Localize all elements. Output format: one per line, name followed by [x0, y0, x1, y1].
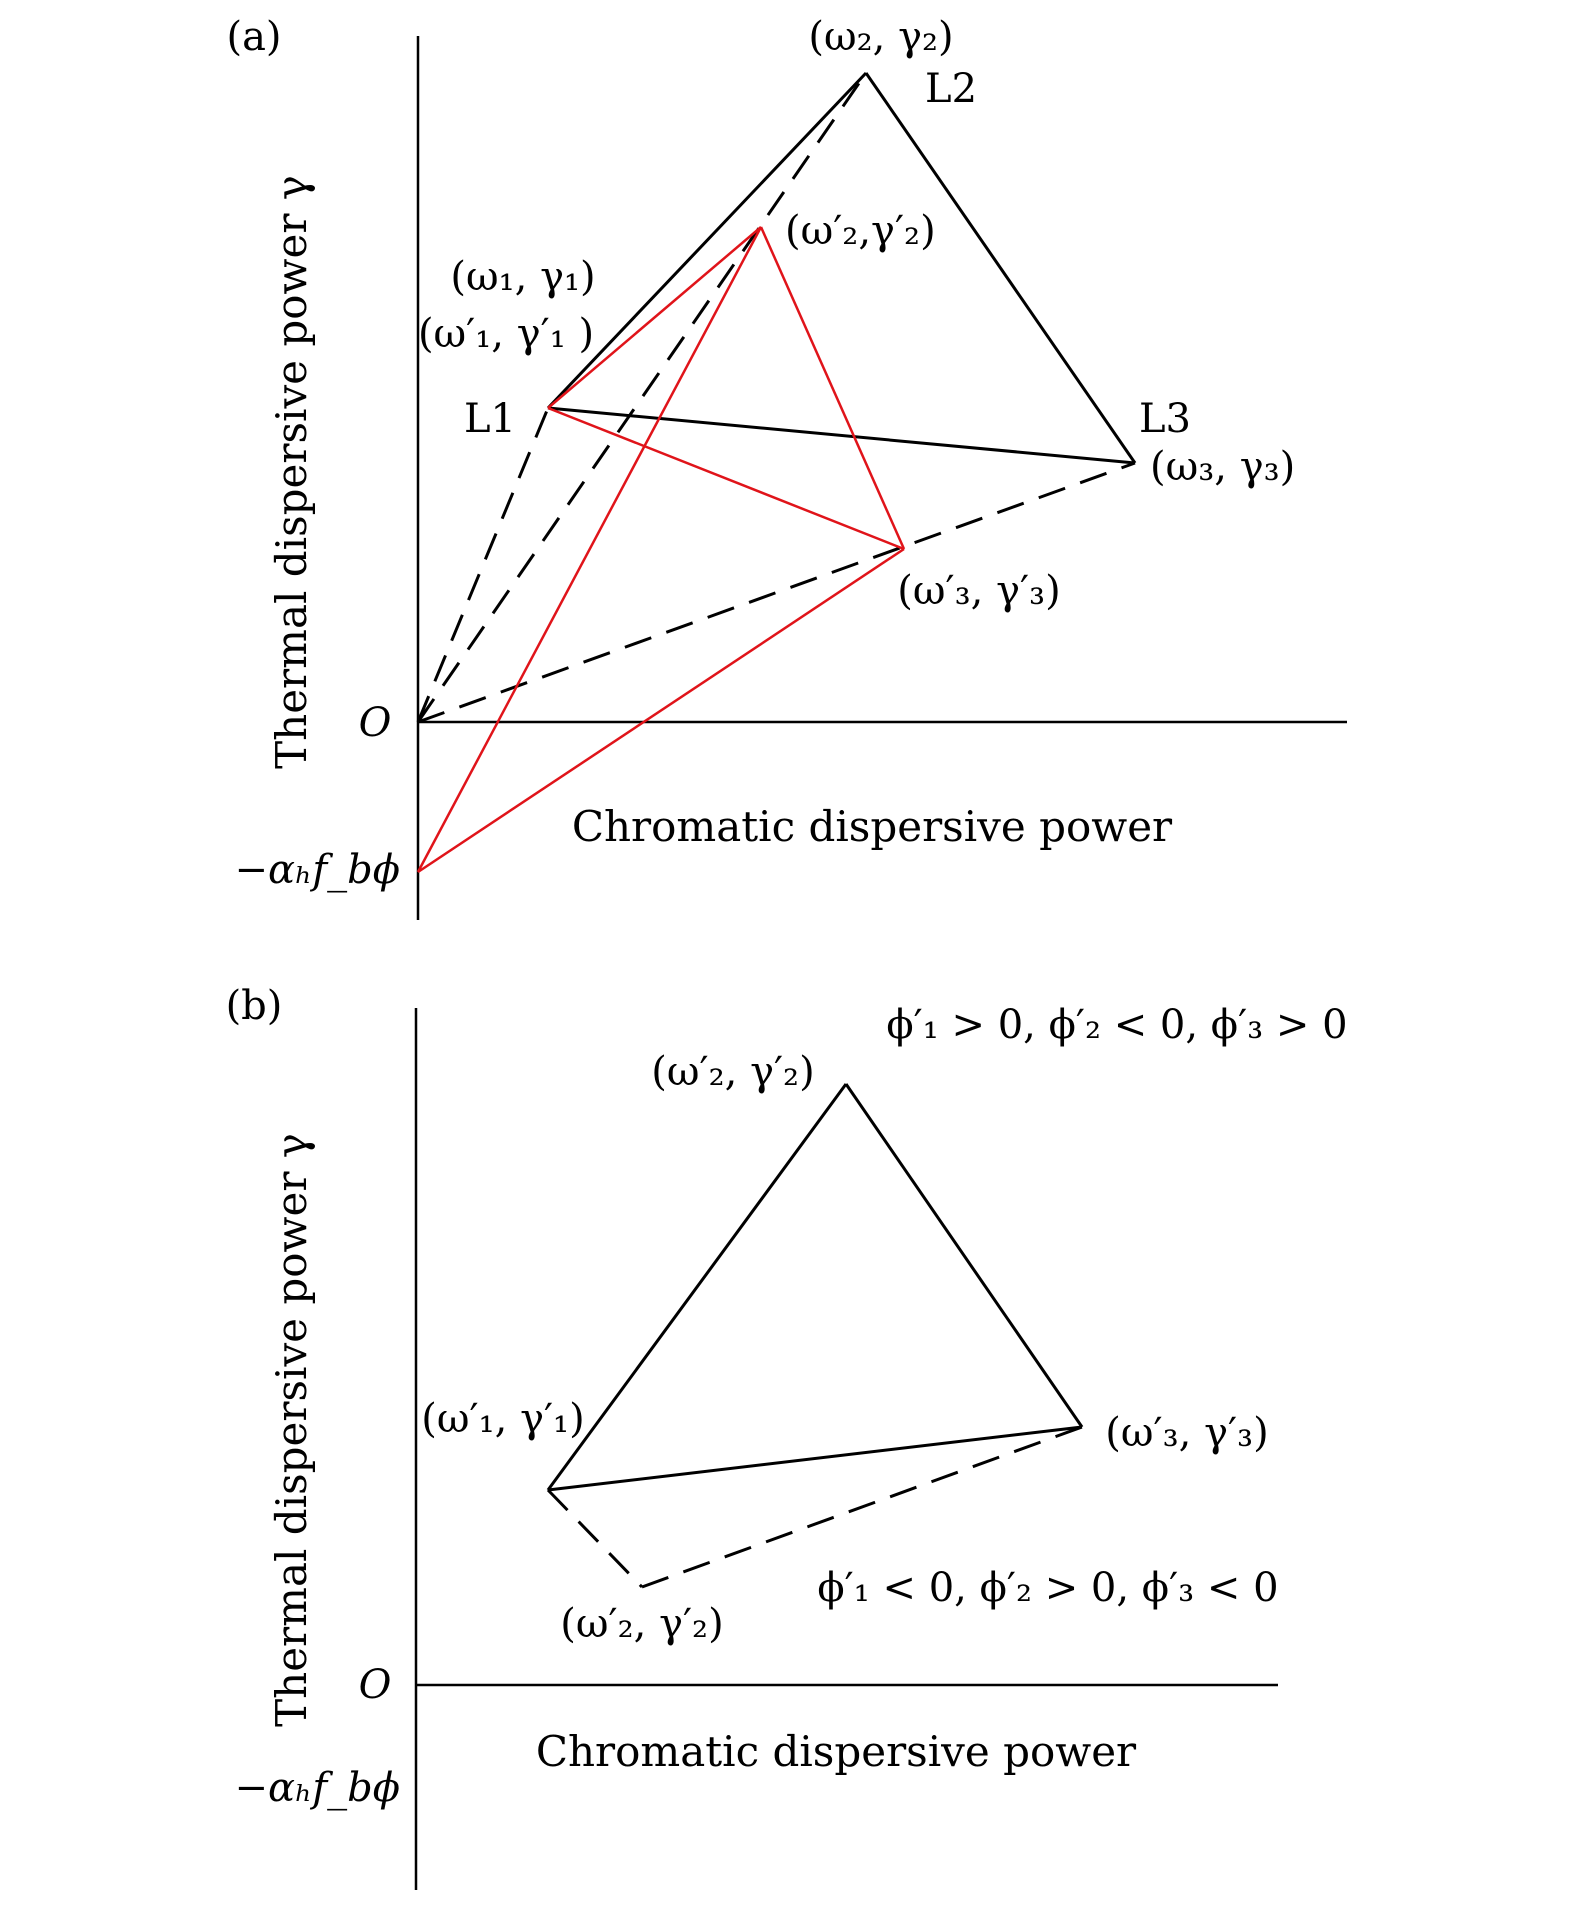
- red-line-L1-p3: [547, 406, 905, 551]
- x-axis-label-b: Chromatic dispersive power: [536, 1727, 1137, 1776]
- label-w2p-g2p-top: (ω′₂, γ′₂): [651, 1049, 814, 1095]
- red-line-bottom-p2: [416, 226, 763, 873]
- line-p1-p2: [546, 1083, 848, 1491]
- red-line-bottom-p3: [417, 547, 905, 874]
- label-w3-g3: (ω₃, γ₃): [1150, 444, 1295, 490]
- label-w2p-g2p-bottom: (ω′₂, γ′₂): [560, 1601, 723, 1647]
- x-axis-label-a: Chromatic dispersive power: [572, 802, 1173, 851]
- origin-label-b: O: [359, 1662, 392, 1708]
- line-p2-p3: [844, 1083, 1084, 1428]
- line-p1-p3: [547, 1425, 1083, 1492]
- panel-a: (a) (ω₂, γ₂) L2 (ω′₂,γ′₂) (ω₁, γ₁) (ω′₁,…: [226, 14, 1347, 920]
- y-axis-label-b: Thermal dispersive power γ: [267, 1133, 316, 1727]
- dashed-p2-lower-p3: [641, 1425, 1083, 1589]
- label-L2: L2: [925, 66, 977, 112]
- label-w1p-g1p: (ω′₁, γ′₁ ): [418, 311, 594, 357]
- panel-b-tag: (b): [226, 983, 283, 1029]
- panel-b: (b) ϕ′₁ > 0, ϕ′₂ < 0, ϕ′₃ > 0 (ω′₂, γ′₂)…: [226, 983, 1348, 1890]
- condition-positive: ϕ′₁ > 0, ϕ′₂ < 0, ϕ′₃ > 0: [886, 1002, 1347, 1048]
- label-w2p-g2p: (ω′₂,γ′₂): [785, 208, 936, 254]
- neg-intercept-label-a: −αₕf_bϕ: [234, 847, 400, 893]
- label-L1: L1: [464, 396, 516, 442]
- panel-a-tag: (a): [226, 14, 281, 60]
- red-line-L1-p2: [547, 226, 762, 409]
- label-w3p-g3p-b: (ω′₃, γ′₃): [1105, 1410, 1268, 1456]
- dashed-p1-p2-lower: [546, 1488, 644, 1589]
- origin-label-a: O: [359, 700, 392, 746]
- neg-intercept-label-b: −αₕf_bϕ: [234, 1765, 400, 1811]
- label-L3: L3: [1139, 396, 1191, 442]
- red-line-p2-p3: [759, 226, 906, 550]
- line-L2-L3: [864, 72, 1137, 464]
- dashed-O-L3: [417, 461, 1136, 724]
- condition-negative: ϕ′₁ < 0, ϕ′₂ > 0, ϕ′₃ < 0: [817, 1565, 1278, 1611]
- y-axis-label-a: Thermal dispersive power γ: [267, 175, 316, 769]
- line-L1-L2: [546, 71, 868, 410]
- line-L1-L3: [547, 406, 1136, 465]
- label-w1p-g1p-b: (ω′₁, γ′₁): [421, 1396, 584, 1442]
- label-w1-g1: (ω₁, γ₁): [450, 254, 595, 300]
- label-w2-g2: (ω₂, γ₂): [808, 14, 953, 60]
- dashed-O-L1: [416, 407, 550, 723]
- label-w3p-g3p: (ω′₃, γ′₃): [897, 568, 1060, 614]
